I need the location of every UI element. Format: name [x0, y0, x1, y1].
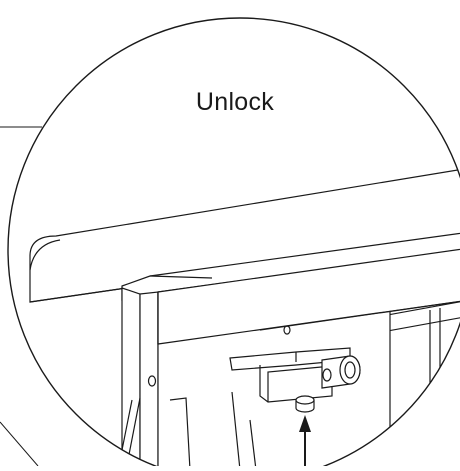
callout-circle: [8, 18, 460, 466]
leader-line-bottom: [0, 422, 38, 466]
arrow-up-icon: [299, 415, 311, 466]
magnified-detail: [30, 168, 460, 466]
unlock-label: Unlock: [195, 88, 275, 116]
